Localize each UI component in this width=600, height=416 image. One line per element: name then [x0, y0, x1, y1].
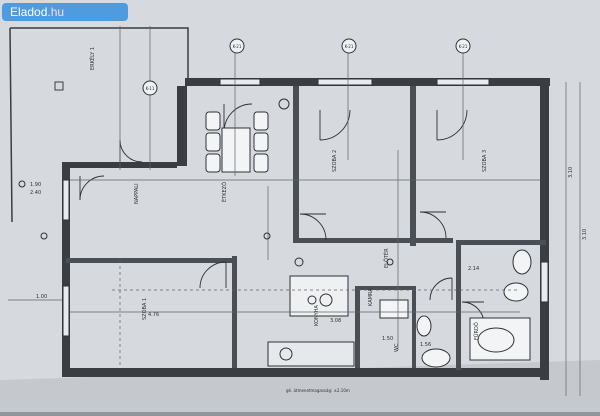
unit-tag: K-21 — [459, 44, 468, 49]
room-label: ÉTKEZŐ — [220, 182, 228, 202]
unit-tag: K-21 — [233, 44, 242, 49]
dimension-label: 4.76 — [148, 312, 159, 318]
unit-tag: K-11 — [146, 86, 155, 91]
room-label-layer: ERKÉLY 1 SZOBA 1 NAPPALI KONYHA ÉTKEZŐ S… — [88, 47, 488, 352]
room-label: SZOBA 1 — [142, 298, 148, 320]
dimension-text-layer: 1.90 2.40 1.00 3.10 3.10 2.14 1.50 3.08 … — [30, 167, 588, 348]
watermark-suffix: .hu — [47, 5, 65, 19]
balcony-post — [54, 81, 64, 91]
watermark-brand: Eladod — [10, 5, 48, 19]
windows — [62, 78, 549, 337]
kitchen-island — [289, 275, 349, 317]
bottom-note: gé. átmenetmagasság: ±2.10m — [286, 388, 350, 393]
room-label: KONYHA — [314, 305, 320, 326]
fixture-markers — [18, 98, 394, 267]
dimension-label: 2.14 — [468, 266, 479, 272]
dimension-label: 3.10 — [582, 229, 588, 240]
dimension-label: 1.90 — [30, 182, 41, 188]
room-label: NAPPALI — [134, 183, 140, 204]
balcony-edge — [9, 27, 13, 223]
kitchen-counter — [267, 341, 355, 367]
balcony-outline — [10, 27, 189, 82]
dimension-label: 1.00 — [36, 294, 47, 300]
room-label: FÜRDŐ — [473, 322, 480, 340]
unit-tag-text-layer: K-21 K-21 K-21 K-11 — [146, 44, 468, 91]
dimension-label: 1.56 — [420, 342, 431, 348]
room-label: ERKÉLY 1 — [88, 47, 96, 70]
room-label: ELŐTÉR — [382, 248, 390, 268]
dimension-label: 3.08 — [330, 318, 341, 324]
bathroom-fixtures — [379, 249, 532, 368]
room-label: SZOBA 2 — [332, 150, 338, 172]
room-label: KAMRA — [368, 288, 374, 306]
dimension-lines — [8, 26, 581, 396]
dining-set — [205, 111, 269, 173]
dimension-label: 2.40 — [30, 190, 41, 196]
watermark-badge: Eladod.hu — [2, 3, 128, 21]
unit-tag-markers — [142, 38, 471, 96]
unit-tag: K-21 — [345, 44, 354, 49]
dimension-label: 3.10 — [568, 167, 574, 178]
room-label: SZOBA 3 — [482, 150, 488, 172]
dimension-label: 1.50 — [382, 336, 393, 342]
room-label: WC — [394, 343, 400, 352]
